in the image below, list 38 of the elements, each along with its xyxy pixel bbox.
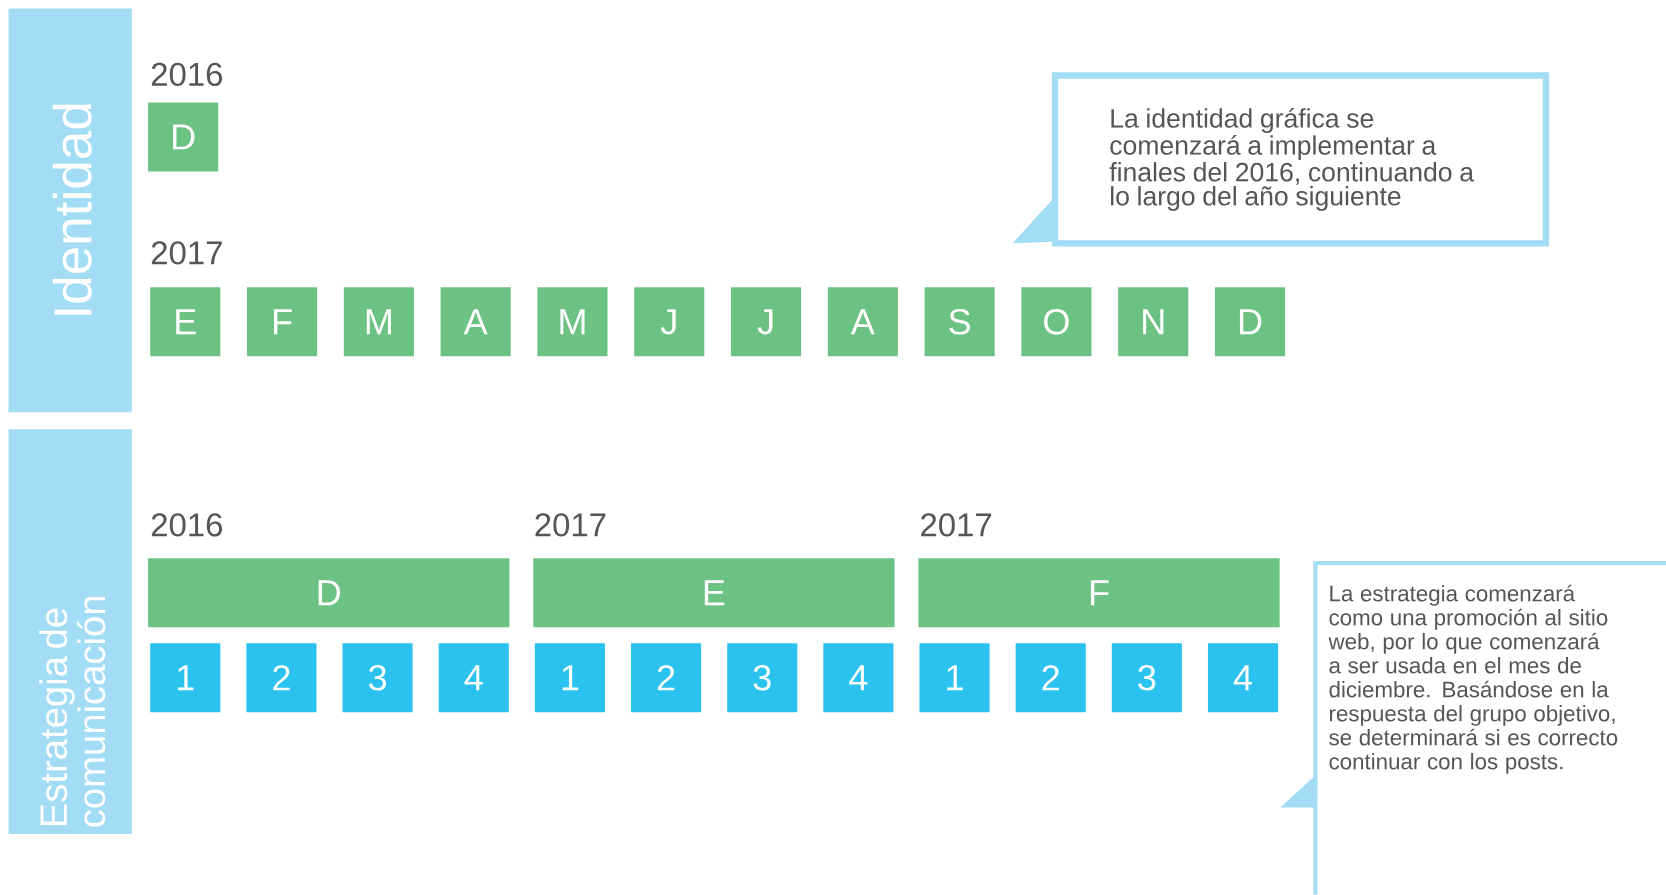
- year-label: 2016: [151, 62, 223, 87]
- month-box: A: [440, 287, 511, 357]
- week-box: 1: [150, 643, 221, 713]
- week-box: 4: [1207, 643, 1279, 713]
- month-bar: D: [148, 558, 510, 628]
- week-box: 3: [342, 643, 413, 713]
- year-label: 2017: [151, 241, 222, 265]
- week-box: 1: [534, 643, 605, 713]
- week-box: 2: [1015, 643, 1086, 713]
- year-label: 2017: [921, 513, 992, 537]
- week-box: 3: [1111, 643, 1182, 713]
- node-label: La estrategia comenzará como una promoción al sitio web, por lo que comenzará a ser usada en el mes de diciembre. Basándose en la respuesta del grupo objetivo, se determinará si es correcto continuar con los posts.: [1328, 584, 1618, 775]
- month-box: D: [1214, 287, 1286, 357]
- month-box: N: [1118, 287, 1189, 357]
- week-box: 4: [823, 643, 894, 713]
- week-box: 2: [631, 643, 702, 713]
- side-band: Identidad: [8, 8, 132, 413]
- month-box: S: [924, 287, 995, 357]
- month-box: M: [343, 287, 414, 357]
- year-label: 2017: [535, 513, 606, 537]
- month-bar: F: [918, 558, 1280, 628]
- year-label: 2016: [151, 513, 223, 537]
- month-box: M: [537, 287, 608, 357]
- side-band: Estrategia de comunicación: [8, 429, 132, 835]
- month-box: J: [731, 287, 802, 357]
- month-box: D: [148, 102, 219, 172]
- week-box: 2: [246, 643, 317, 713]
- month-box: J: [634, 287, 705, 357]
- week-box: 4: [438, 643, 509, 713]
- callout-box: La identidad gráfica se comenzará a implementar a finales del 2016, continuando a lo largo del año siguiente: [1012, 72, 1550, 247]
- month-box: E: [150, 287, 221, 357]
- month-bar: E: [533, 558, 895, 628]
- month-box: O: [1021, 287, 1092, 357]
- callout-box: La estrategia comenzará como una promoción al sitio web, por lo que comenzará a ser usada en el mes de diciembre. Basándose en la respuesta del grupo objetivo, se determinará si es correcto continuar con los posts.: [1280, 561, 1666, 895]
- month-box: F: [247, 287, 318, 357]
- week-box: 3: [727, 643, 798, 713]
- month-box: A: [827, 287, 898, 357]
- week-box: 1: [919, 643, 990, 713]
